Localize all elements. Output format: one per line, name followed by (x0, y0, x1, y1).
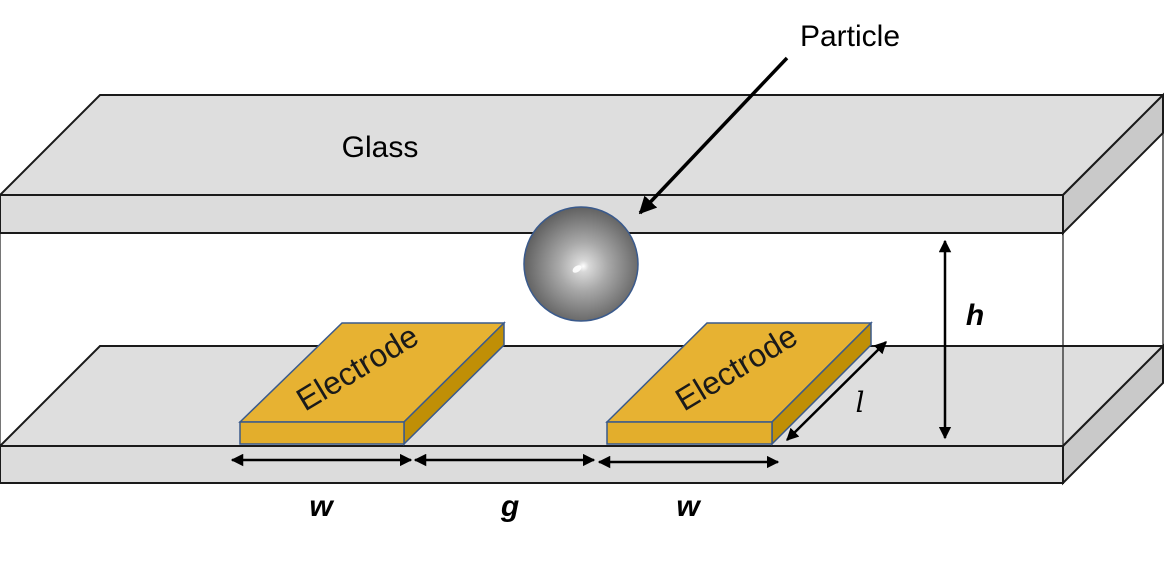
electrode-right-front (606, 421, 773, 445)
gap-label: g (500, 490, 519, 523)
top-glass-front-face (0, 194, 1064, 234)
particle-sphere (523, 206, 639, 322)
particle-highlight (572, 265, 582, 273)
width-right-label: w (676, 490, 701, 523)
height-label: h (966, 299, 984, 332)
top-glass-top-face (0, 94, 1164, 196)
electrode-left-front (239, 421, 405, 445)
length-dimension-arrow (786, 341, 887, 441)
bottom-glass-front-face (0, 445, 1064, 484)
glass-label: Glass (342, 131, 419, 164)
width-left-label: w (309, 490, 334, 523)
top-glass-slab (0, 92, 1164, 236)
particle-pointer-arrow (638, 56, 789, 215)
length-label: l (856, 386, 865, 419)
bottom-glass-top-face (0, 345, 1164, 447)
bottom-glass-slab (0, 343, 1164, 486)
particle-label: Particle (800, 20, 900, 53)
